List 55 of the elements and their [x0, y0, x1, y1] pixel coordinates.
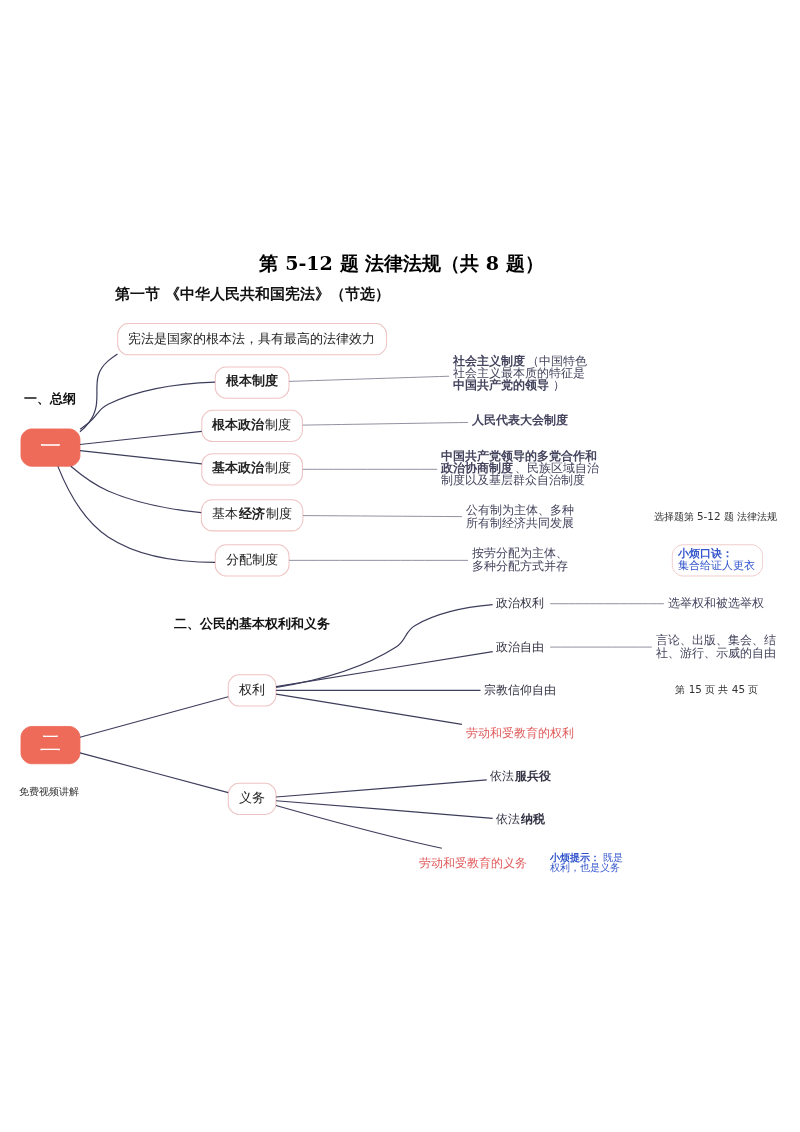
- node-box: 权利: [227, 674, 277, 707]
- label: 二、公民的基本权利和义务: [173, 615, 330, 631]
- node-text: 政治自由: [496, 639, 545, 654]
- node-text: 言论、出版、集会、结社、游行、示威的自由: [655, 632, 776, 660]
- node-box: 基本政治制度: [201, 453, 303, 486]
- node-text: 中国共产党领导的多党合作和政治协商制度、民族区域自治制度以及基层群众自治制度: [440, 448, 600, 488]
- node-text: 劳动和受教育的义务: [419, 856, 528, 871]
- connector: [302, 468, 438, 470]
- label: 第一节 《中华人民共和国宪法》（节选）: [115, 284, 391, 302]
- node-box: 根本政治制度: [201, 409, 303, 443]
- connector: [288, 559, 469, 561]
- connector: [57, 465, 216, 563]
- node-text: 公有制为主体、多种所有制经济共同发展: [465, 502, 574, 530]
- node-text: 选举权和被选举权: [668, 596, 764, 611]
- connector: [549, 646, 653, 648]
- connector: [275, 804, 443, 849]
- node-text: 社会主义制度（中国特色社会主义最本质的特征是中国共产党的领导）: [452, 353, 588, 392]
- label: 免费视频讲解: [18, 784, 79, 797]
- node-box: 小烦口诀： 集合给证人更衣: [671, 544, 763, 577]
- node-text: 宗教信仰自由: [484, 683, 557, 698]
- connector: [275, 651, 494, 688]
- connector: [79, 752, 229, 794]
- label: 第 15 页 共 45 页: [675, 683, 759, 696]
- node-box: 义务: [227, 782, 277, 815]
- label: 一、总纲: [24, 390, 77, 406]
- connector: [275, 800, 494, 819]
- diagram-title: 第 5-12 题 法律法规（共 8 题）: [259, 252, 544, 275]
- connector: [79, 450, 203, 465]
- node-box: 二: [20, 726, 81, 765]
- connector: [275, 779, 488, 798]
- node-box: 一: [20, 428, 81, 467]
- connector: [70, 465, 202, 514]
- connector: [79, 381, 216, 430]
- connector: [79, 353, 119, 433]
- node-box: 分配制度: [214, 544, 290, 577]
- node-text: 依法服兵役: [490, 768, 552, 783]
- node-label: 小烦提示：既是权利，也是义务: [550, 850, 623, 874]
- node-box: 根本制度: [214, 366, 290, 399]
- connector: [275, 689, 482, 692]
- node-text: 依法纳税: [496, 812, 546, 827]
- connector: [79, 430, 203, 446]
- node-text: 按劳分配为主体、多种分配方式并存: [471, 546, 568, 574]
- connector: [302, 515, 463, 518]
- node-text: 人民代表大会制度: [471, 413, 568, 428]
- connector: [275, 693, 463, 725]
- connector: [275, 604, 494, 689]
- connector: [302, 421, 469, 426]
- node-box: 基本经济制度: [200, 499, 304, 532]
- label: 选择题第 5-12 题 法律法规: [653, 509, 778, 522]
- node-box: 宪法是国家的根本法，具有最高的法律效力: [117, 323, 388, 356]
- connector: [549, 603, 665, 605]
- connector: [288, 375, 450, 382]
- connector: [79, 696, 229, 738]
- node-text: 劳动和受教育的权利: [465, 726, 574, 741]
- node-text: 政治权利: [496, 596, 545, 611]
